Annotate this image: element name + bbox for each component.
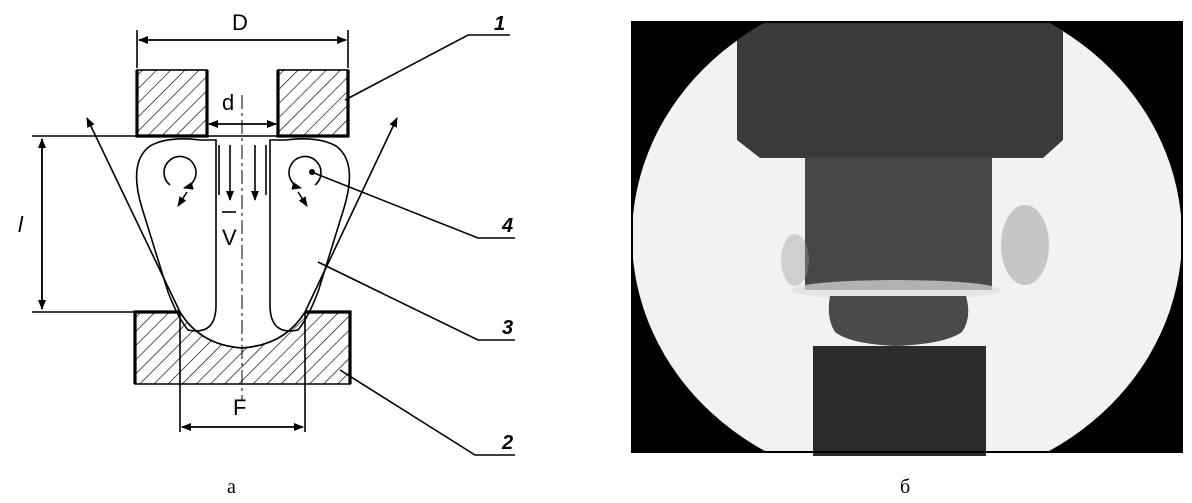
photograph	[631, 21, 1183, 456]
caption-right: б	[900, 476, 910, 498]
caption-left: а	[227, 476, 236, 498]
jet-outline	[135, 138, 351, 332]
schematic-diagram: D d l F	[18, 10, 515, 456]
dimension-l: l	[18, 135, 207, 313]
callouts: 1 2 3 4	[313, 13, 515, 456]
label-D: D	[232, 10, 248, 35]
vortex-right	[288, 155, 322, 207]
outer-flow-lines	[86, 117, 398, 313]
vortex-left	[163, 155, 197, 207]
top-electrode	[135, 69, 350, 138]
dimension-D: D	[136, 10, 349, 68]
callout-3: 3	[502, 317, 513, 339]
label-V: V	[222, 225, 237, 250]
label-d: d	[222, 90, 234, 115]
callout-2: 2	[501, 432, 513, 454]
dimension-F: F	[179, 312, 306, 432]
velocity-arrows: V	[218, 145, 267, 250]
label-F: F	[233, 395, 246, 420]
callout-4: 4	[501, 215, 513, 237]
callout-1: 1	[494, 13, 505, 35]
label-l: l	[18, 212, 24, 237]
